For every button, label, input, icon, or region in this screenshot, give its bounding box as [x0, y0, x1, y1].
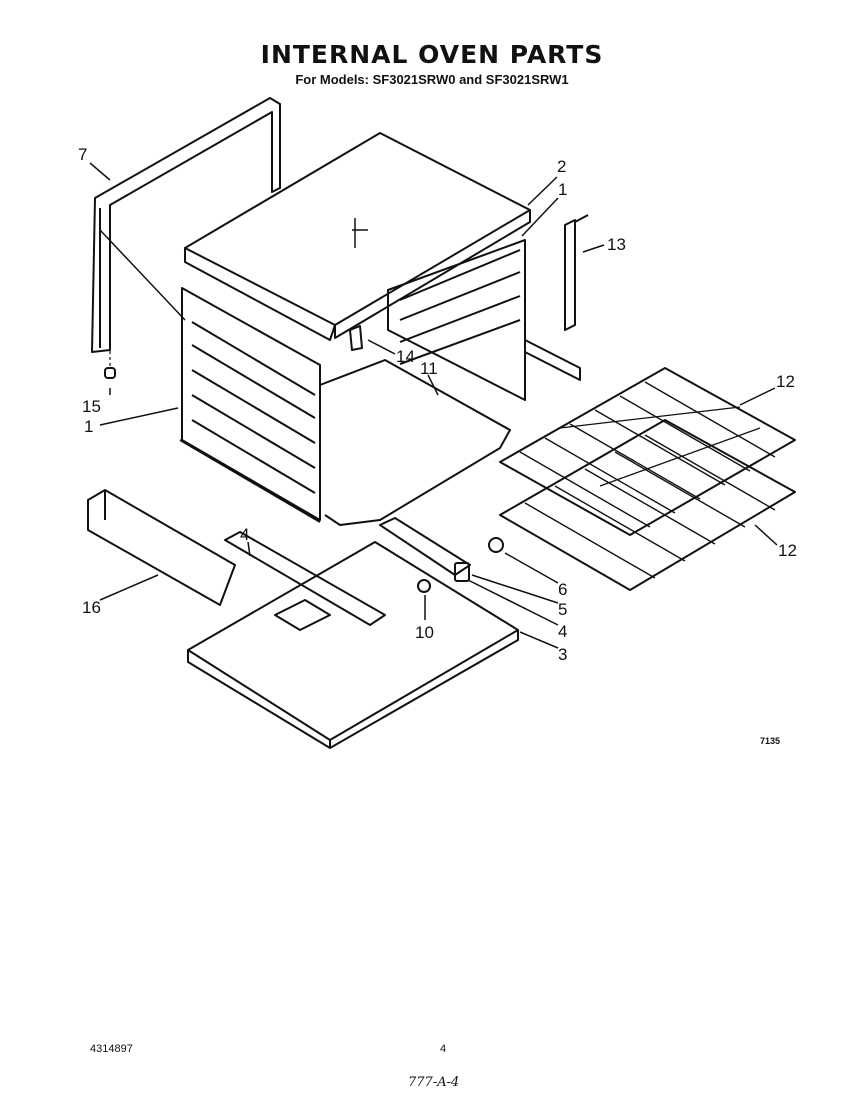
- callout-16: 16: [82, 598, 101, 617]
- nut-part-10: [417, 579, 431, 593]
- oven-rack-lower-part-12: [499, 419, 796, 591]
- page-number: 4: [440, 1043, 447, 1055]
- bottom-pan-part-3: [187, 541, 519, 749]
- callout-12-top: 12: [776, 372, 795, 391]
- callout-2: 2: [557, 157, 566, 176]
- callout-13: 13: [607, 235, 626, 254]
- document-number: 4314897: [90, 1043, 133, 1055]
- hinge-support-left-part-4: [224, 531, 386, 626]
- right-side-panel-part-1: [387, 239, 581, 401]
- front-trim-part-16: [87, 489, 236, 606]
- callout-7: 7: [78, 145, 87, 164]
- front-frame-part-7: [91, 97, 281, 353]
- callout-12-bottom: 12: [778, 541, 797, 560]
- callout-4-left: 4: [240, 525, 249, 544]
- callout-5: 5: [558, 600, 567, 619]
- leader-lines: [89, 162, 778, 649]
- handwritten-note: 777-A-4: [408, 1075, 460, 1090]
- callout-6: 6: [558, 580, 567, 599]
- callout-10: 10: [415, 623, 434, 642]
- screw-part-15: [104, 345, 116, 379]
- callout-11: 11: [420, 359, 438, 378]
- callout-15: 15: [82, 397, 101, 416]
- oven-bottom-part-11: [319, 359, 511, 526]
- page-subtitle: For Models: SF3021SRW0 and SF3021SRW1: [295, 72, 569, 87]
- left-side-panel-part-1: [179, 287, 321, 523]
- callout-4-right: 4: [558, 622, 567, 641]
- knob-part-6: [488, 537, 504, 553]
- bracket-part-5: [454, 562, 470, 582]
- callout-3: 3: [558, 645, 567, 664]
- callout-1-left: 1: [84, 417, 93, 436]
- clip-part-14: [349, 325, 363, 351]
- hinge-support-right-part-4: [379, 517, 471, 576]
- callout-14: 14: [396, 347, 415, 366]
- oven-top-part-2: [184, 132, 531, 341]
- diagram-code: 7135: [760, 736, 781, 746]
- rear-bracket-part-13: [564, 214, 589, 331]
- page-title: INTERNAL OVEN PARTS: [260, 40, 604, 69]
- oven-rack-upper-part-12: [499, 367, 796, 536]
- callout-1-right: 1: [558, 180, 567, 199]
